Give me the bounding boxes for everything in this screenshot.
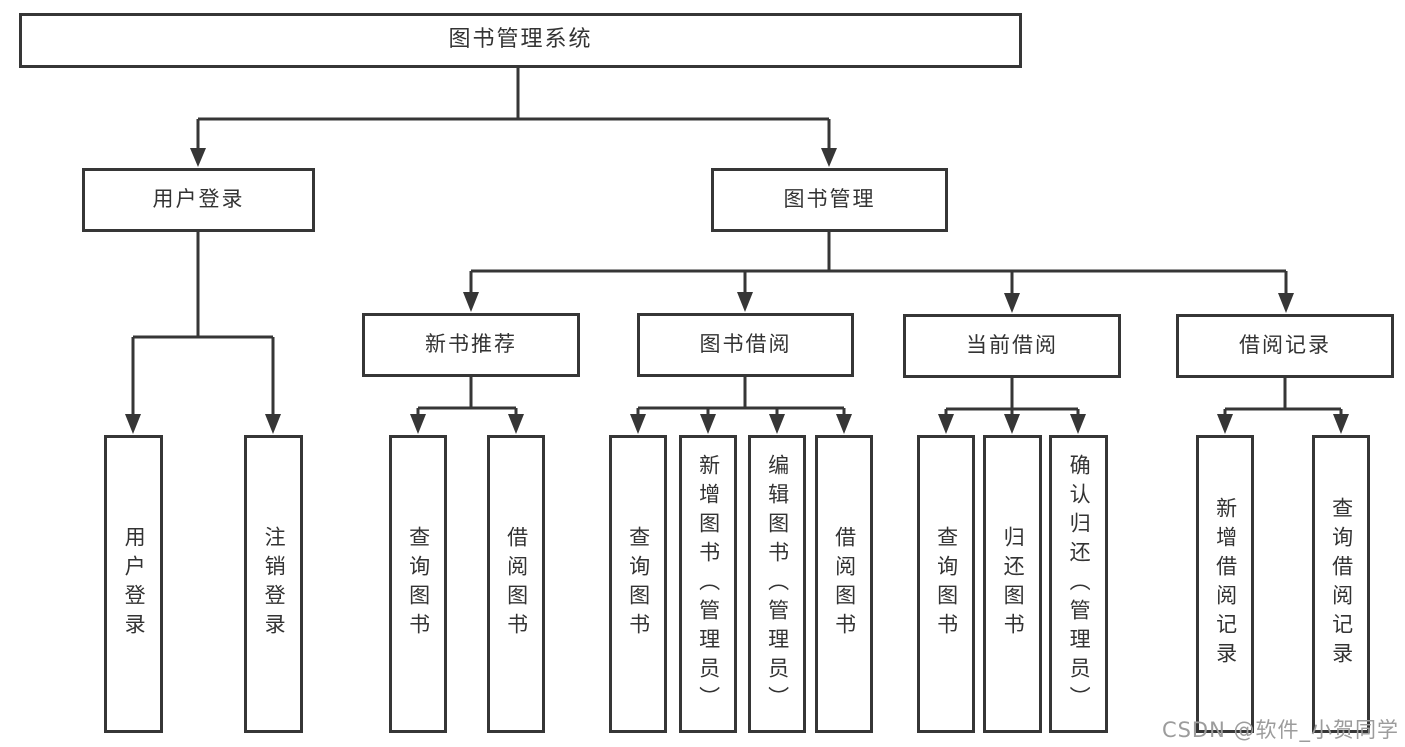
leaf-query-books-3: 查询图书 bbox=[917, 435, 975, 733]
node-label: 借阅记录 bbox=[1239, 333, 1331, 358]
connector-borrow-records bbox=[1223, 378, 1343, 417]
leaf-label: 查询图书 bbox=[406, 526, 431, 642]
node-system-root: 图书管理系统 bbox=[19, 13, 1022, 68]
connector-book-mgmt bbox=[469, 232, 1288, 296]
leaf-return-books: 归还图书 bbox=[983, 435, 1042, 733]
node-book-management: 图书管理 bbox=[711, 168, 948, 232]
connector-new-book bbox=[416, 377, 518, 417]
node-current-borrow: 当前借阅 bbox=[903, 314, 1121, 378]
leaf-add-borrow-record: 新增借阅记录 bbox=[1196, 435, 1254, 733]
leaf-label: 查询借阅记录 bbox=[1329, 497, 1354, 671]
node-borrow-records: 借阅记录 bbox=[1176, 314, 1394, 378]
node-new-book-recommend: 新书推荐 bbox=[362, 313, 580, 377]
leaf-label: 编辑图书（管理员） bbox=[765, 453, 790, 715]
leaf-label: 归还图书 bbox=[1001, 526, 1026, 642]
leaf-borrow-books-1: 借阅图书 bbox=[487, 435, 545, 733]
connector-user-login bbox=[131, 232, 275, 417]
leaf-edit-books-admin: 编辑图书（管理员） bbox=[748, 435, 806, 733]
leaf-logout: 注销登录 bbox=[244, 435, 303, 733]
leaf-query-books-1: 查询图书 bbox=[389, 435, 447, 733]
node-label: 当前借阅 bbox=[966, 333, 1058, 358]
leaf-label: 借阅图书 bbox=[832, 526, 857, 642]
leaf-add-books-admin: 新增图书（管理员） bbox=[679, 435, 737, 733]
arrowheads bbox=[125, 148, 1349, 434]
leaf-label: 确认归还（管理员） bbox=[1067, 453, 1092, 715]
connector-root bbox=[196, 68, 831, 150]
node-label: 图书管理系统 bbox=[448, 27, 593, 53]
connector-book-borrow bbox=[636, 377, 846, 417]
leaf-query-borrow-record: 查询借阅记录 bbox=[1312, 435, 1370, 733]
node-label: 用户登录 bbox=[152, 187, 245, 212]
leaf-label: 新增借阅记录 bbox=[1213, 497, 1238, 671]
leaf-label: 查询图书 bbox=[934, 526, 959, 642]
node-user-login: 用户登录 bbox=[82, 168, 315, 232]
leaf-label: 查询图书 bbox=[626, 526, 651, 642]
node-label: 图书管理 bbox=[783, 187, 876, 212]
leaf-user-login: 用户登录 bbox=[104, 435, 163, 733]
leaf-label: 用户登录 bbox=[122, 526, 147, 642]
leaf-query-books-2: 查询图书 bbox=[609, 435, 667, 733]
connector-current-borrow bbox=[944, 378, 1080, 417]
node-book-borrow: 图书借阅 bbox=[637, 313, 854, 377]
leaf-borrow-books-2: 借阅图书 bbox=[815, 435, 873, 733]
csdn-watermark: CSDN @软件_小贺同学 bbox=[1161, 718, 1399, 742]
leaf-label: 新增图书（管理员） bbox=[696, 453, 721, 715]
node-label: 新书推荐 bbox=[425, 332, 517, 357]
leaf-confirm-return-admin: 确认归还（管理员） bbox=[1049, 435, 1108, 733]
leaf-label: 借阅图书 bbox=[504, 526, 529, 642]
node-label: 图书借阅 bbox=[699, 332, 792, 357]
leaf-label: 注销登录 bbox=[262, 526, 287, 642]
